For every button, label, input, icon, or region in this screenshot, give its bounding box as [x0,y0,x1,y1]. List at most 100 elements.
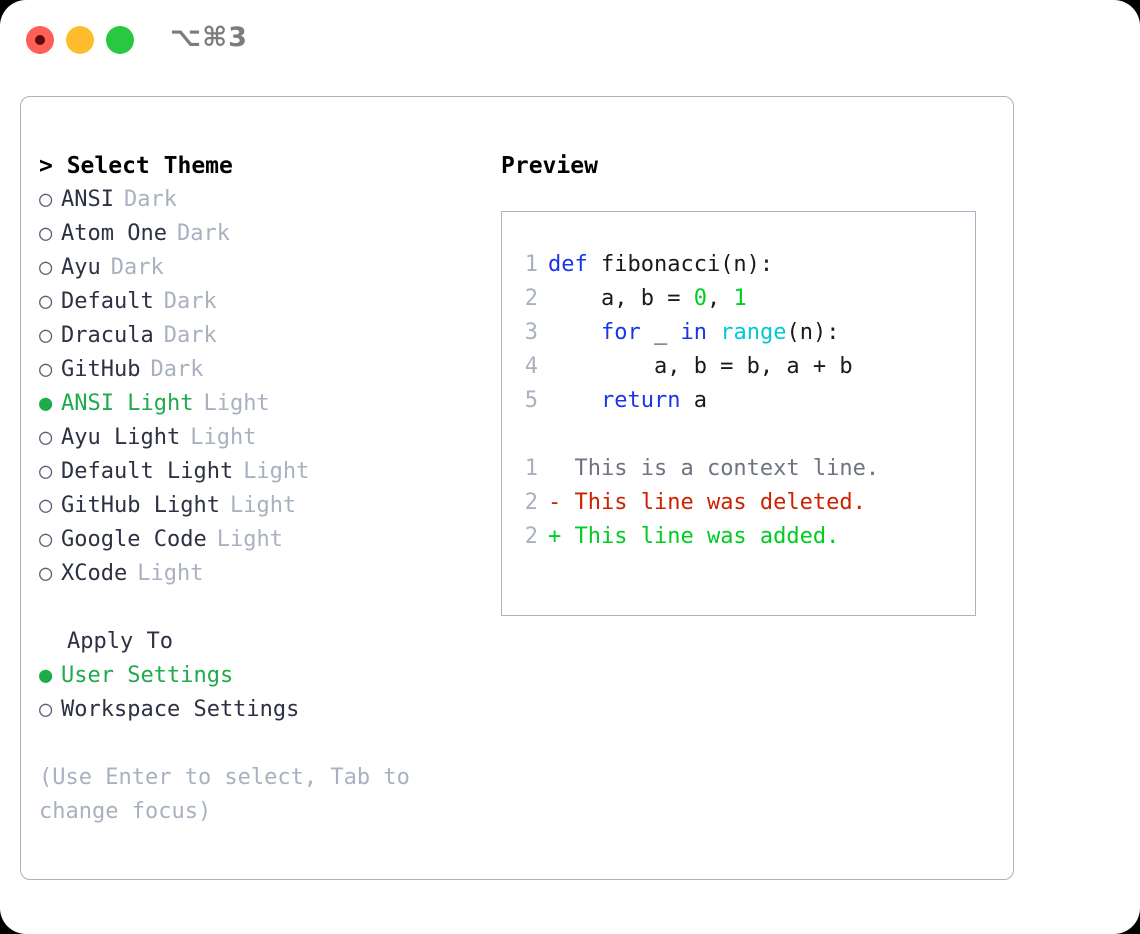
section-spacer [39,591,489,625]
radio-unselected-icon[interactable]: ○ [39,527,53,552]
theme-item-default[interactable]: ○ Default Dark [39,285,489,319]
code-token [548,320,601,345]
diff-marker: - [548,490,562,515]
code-token: , [706,286,734,311]
theme-item-default-light[interactable]: ○ Default Light Light [39,455,489,489]
radio-unselected-icon[interactable]: ○ [39,493,53,518]
apply-to-item-label: Workspace Settings [61,697,300,722]
radio-unselected-icon[interactable]: ○ [39,561,53,586]
apply-to-item-label: User Settings [61,663,234,688]
close-button[interactable] [26,26,54,54]
line-number: 1 [524,252,538,277]
line-number: 2 [524,286,538,311]
code-line: 4 a, b = b, a + b [514,350,879,384]
theme-item-badge: Dark [150,357,204,382]
theme-item-badge: Dark [123,187,177,212]
select-theme-header: > Select Theme [39,153,233,179]
theme-item-badge: Dark [163,289,217,314]
code-token: for [600,320,641,345]
theme-item-badge: Light [229,493,297,518]
code-token: range [720,320,787,345]
apply-to-item-user-settings[interactable]: ● User Settings [39,659,489,693]
radio-unselected-icon[interactable]: ○ [39,425,53,450]
diff-line-ctx: 1 This is a context line. [514,452,879,486]
code-token: return [600,388,681,413]
code-token: 1 [733,286,747,311]
code-token: def [548,252,601,277]
preview-header: Preview [501,153,598,179]
theme-item-badge: Light [203,391,270,416]
theme-item-ayu-light[interactable]: ○ Ayu Light Light [39,421,489,455]
code-line: 2 a, b = 0, 1 [514,282,879,316]
radio-unselected-icon[interactable]: ○ [39,459,53,484]
code-token: a, b = [548,286,694,311]
diff-text: This line was added. [561,524,840,549]
code-token: (n): [786,320,840,345]
radio-unselected-icon[interactable]: ○ [39,221,53,246]
theme-item-badge: Light [216,527,283,552]
diff-text: This is a context line. [561,456,880,481]
code-token [548,388,601,413]
theme-item-label: ANSI Light [61,391,194,416]
line-number: 2 [524,490,538,515]
theme-item-badge: Dark [110,255,164,280]
diff-line-del: 2- This line was deleted. [514,486,879,520]
code-token: a, b = b, a + b [548,354,853,379]
maximize-button[interactable] [106,26,134,54]
theme-item-label: Ayu [61,255,101,280]
radio-selected-icon[interactable]: ● [39,391,53,416]
code-line: 5 return a [514,384,879,418]
radio-unselected-icon[interactable]: ○ [39,289,53,314]
theme-item-badge: Light [243,459,310,484]
radio-selected-icon[interactable]: ● [39,663,53,688]
radio-unselected-icon[interactable]: ○ [39,187,53,212]
code-token [707,320,720,345]
apply-to-header: Apply To [67,629,173,654]
theme-item-label: Default [61,289,154,314]
theme-item-label: Ayu Light [61,425,181,450]
code-token: a [680,388,707,413]
keyboard-shortcut-label: ⌥⌘3 [170,22,248,53]
diff-text: This line was deleted. [561,490,866,515]
apply-to-item-workspace-settings[interactable]: ○ Workspace Settings [39,693,489,727]
radio-unselected-icon[interactable]: ○ [39,255,53,280]
radio-unselected-icon[interactable]: ○ [39,357,53,382]
theme-item-ansi-light[interactable]: ● ANSI Light Light [39,387,489,421]
apply-to-list: ● User Settings ○ Workspace Settings [39,659,489,727]
theme-item-ayu[interactable]: ○ Ayu Dark [39,251,489,285]
diff-marker: + [548,524,562,549]
theme-item-label: Dracula [61,323,154,348]
radio-unselected-icon[interactable]: ○ [39,323,53,348]
theme-item-badge: Light [190,425,257,450]
diff-line-add: 2+ This line was added. [514,520,879,554]
line-number: 5 [524,388,538,413]
theme-item-label: Atom One [61,221,167,246]
theme-item-github-light[interactable]: ○ GitHub Light Light [39,489,489,523]
line-number: 3 [524,320,538,345]
code-token: _ [640,320,681,345]
theme-item-label: GitHub Light [61,493,220,518]
help-text: (Use Enter to select, Tab to change focu… [39,765,410,824]
line-number: 1 [524,456,538,481]
title-bar: ⌥⌘3 [0,0,1140,78]
code-diff-separator [514,418,879,452]
code-token: in [680,320,707,345]
code-line: 3 for _ in range(n): [514,316,879,350]
minimize-button[interactable] [66,26,94,54]
theme-item-label: Default Light [61,459,234,484]
radio-unselected-icon[interactable]: ○ [39,697,53,722]
